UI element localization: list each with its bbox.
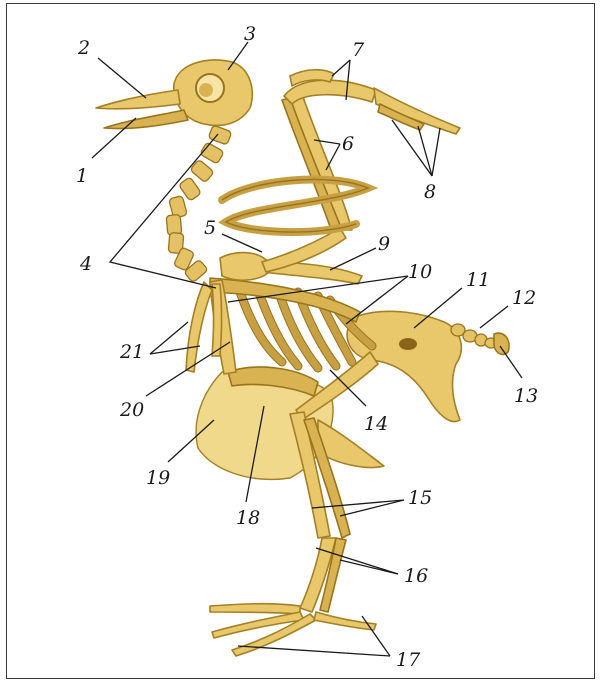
label-18: 18 [236,507,260,529]
label-9: 9 [378,233,390,255]
eye-socket-inner [199,83,213,97]
leader-8a [392,120,432,176]
leader-17 [362,616,390,656]
label-5: 5 [204,217,216,239]
leader-8b [418,126,432,176]
leader-8c [432,128,440,176]
skeleton-illustration [96,60,509,656]
label-3: 3 [244,23,256,45]
label-13: 13 [514,385,538,407]
radius-ulna [290,94,352,230]
leader-9 [330,248,376,270]
leader-12 [480,306,508,328]
leader-6b [326,144,340,170]
label-20: 20 [119,399,144,421]
label-6: 6 [342,133,354,155]
label-15: 15 [408,487,432,509]
lower-beak [104,110,188,129]
furcula [186,282,212,372]
leader-7a [332,60,350,76]
label-2: 2 [77,37,90,59]
ulna [282,98,342,232]
label-19: 19 [146,467,170,489]
label-8: 8 [424,181,436,203]
wing-membrane-ridge [222,179,368,232]
label-11: 11 [466,269,490,291]
label-1: 1 [76,165,88,187]
label-12: 12 [512,287,536,309]
pygostyle [494,333,509,354]
label-17: 17 [396,649,421,671]
label-4: 4 [79,253,92,275]
leader-16b [340,560,398,574]
leader-5 [222,234,262,252]
furcula-arm [212,284,222,356]
label-7: 7 [352,39,365,61]
leader-1 [92,118,136,158]
leader-17b [238,646,390,656]
label-10: 10 [408,261,432,283]
label-14: 14 [364,413,388,435]
leader-2 [98,58,146,98]
upper-beak [96,90,180,109]
toes [210,604,376,656]
label-16: 16 [404,565,428,587]
leader-13 [500,346,522,378]
label-21: 21 [119,341,144,363]
pelvis-foramen [399,338,417,350]
